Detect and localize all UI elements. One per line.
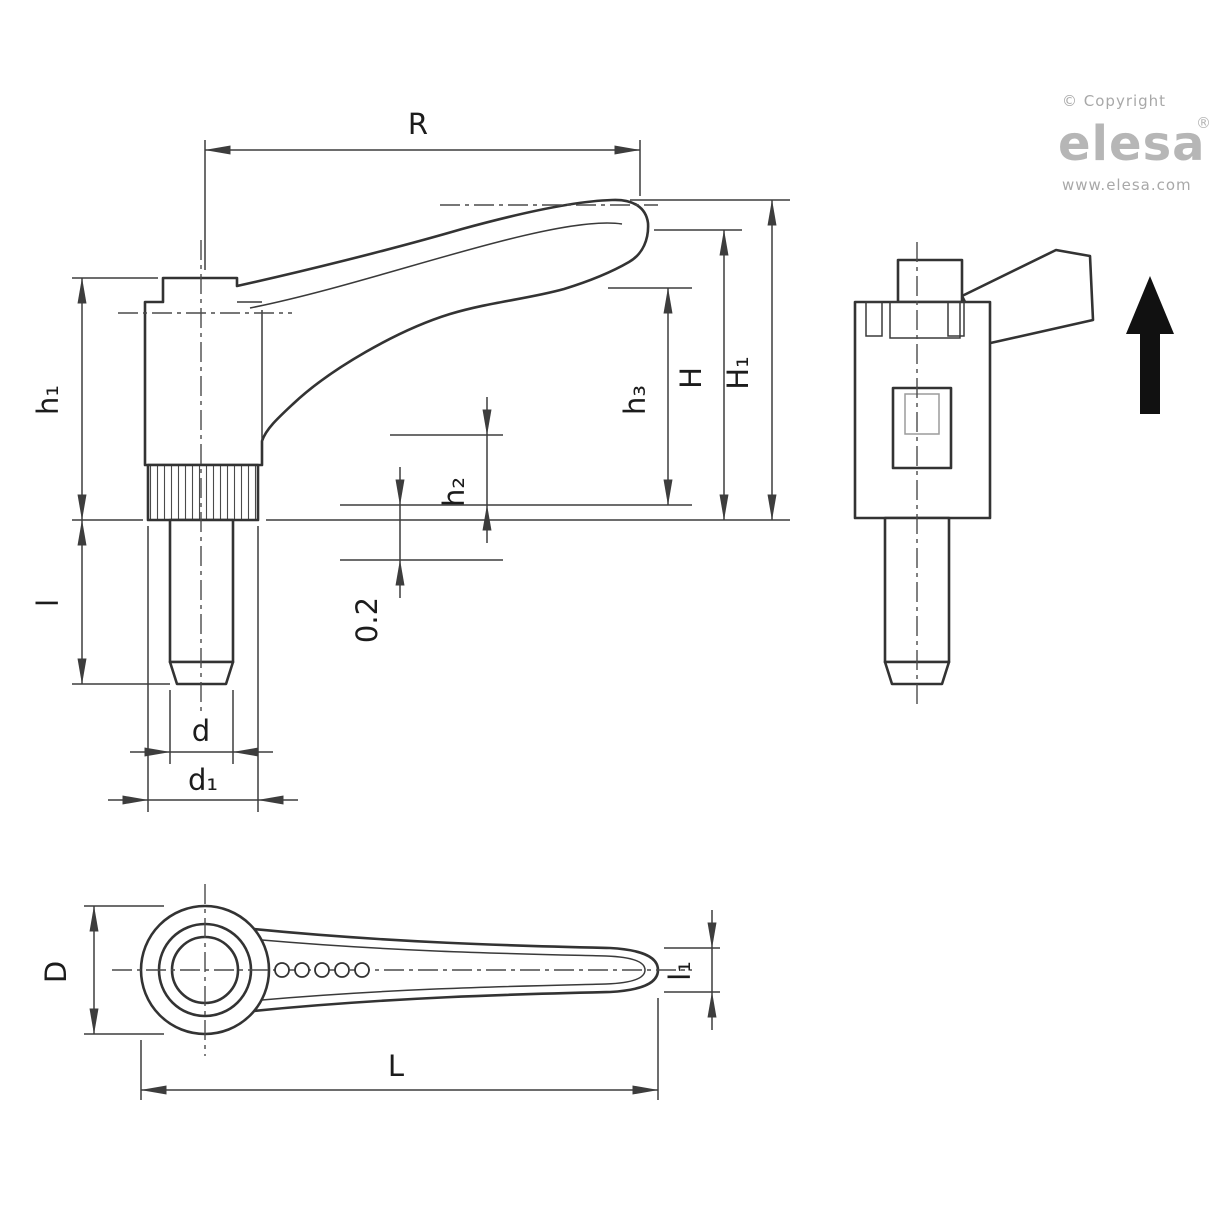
- front-knurled-body: [853, 300, 992, 520]
- dim-label-D: D: [39, 961, 73, 983]
- nut-insert: [904, 393, 940, 435]
- dim-label-H: H: [674, 367, 708, 389]
- dimension-h3: h₃: [340, 287, 692, 506]
- dim-label-d: d: [192, 714, 210, 748]
- dimension-gap: 0.2: [340, 467, 503, 643]
- elesa-logo: elesa: [1058, 116, 1206, 172]
- dim-label-h2: h₂: [437, 477, 471, 507]
- dim-label-h1: h₁: [31, 385, 65, 415]
- body-slot-left: [865, 301, 883, 337]
- dimension-H: H: [266, 229, 790, 521]
- dim-label-H1: H₁: [721, 356, 755, 389]
- dimension-l: l: [31, 519, 170, 685]
- dimension-d: d: [130, 690, 273, 764]
- dimension-L: L: [140, 998, 659, 1100]
- dim-label-d1: d₁: [188, 763, 218, 797]
- knurled-nut: [146, 463, 260, 522]
- dim-label-l1: l₁: [663, 961, 697, 981]
- nut-window: [891, 386, 953, 470]
- front-view: [853, 242, 1174, 708]
- website-text: www.elesa.com: [1062, 176, 1192, 194]
- arm-inner-edge: [249, 222, 623, 309]
- dimension-R: R: [204, 107, 641, 270]
- dimension-H1: H₁: [630, 199, 790, 521]
- handle-outline: [143, 198, 650, 467]
- bottom-view: D l₁ L: [39, 884, 720, 1100]
- plan-arm-inner-edge: [261, 939, 646, 1001]
- front-cap: [896, 258, 964, 304]
- dim-label-R: R: [408, 107, 428, 141]
- direction-up-arrow: [1126, 276, 1174, 414]
- dim-label-l: l: [31, 599, 65, 607]
- dim-label-gap: 0.2: [350, 597, 384, 643]
- dimension-h2: h₂: [390, 397, 503, 543]
- dimension-h1: h₁: [31, 277, 158, 521]
- dimension-l1: l₁: [663, 910, 720, 1030]
- dim-label-L: L: [388, 1049, 404, 1083]
- side-view: R h₁ l d d₁: [31, 107, 790, 812]
- cap-recess: [889, 301, 961, 339]
- dimension-d1: d₁: [108, 526, 298, 812]
- dim-label-h3: h₃: [618, 385, 652, 415]
- plan-indicator-dots: [274, 962, 370, 978]
- dimension-D: D: [39, 905, 164, 1035]
- branding: © Copyright elesa ® www.elesa.com: [1058, 92, 1211, 194]
- registered-mark: ®: [1196, 114, 1211, 132]
- copyright-text: © Copyright: [1062, 92, 1166, 110]
